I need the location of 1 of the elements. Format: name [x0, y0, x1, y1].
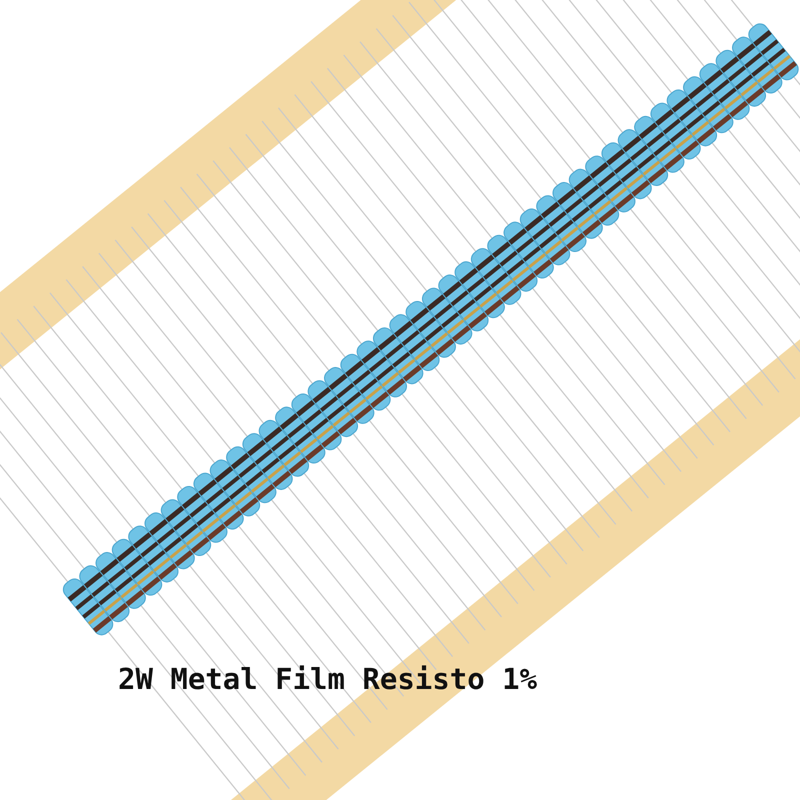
product-caption: 2W Metal Film Resisto 1% [118, 662, 538, 696]
